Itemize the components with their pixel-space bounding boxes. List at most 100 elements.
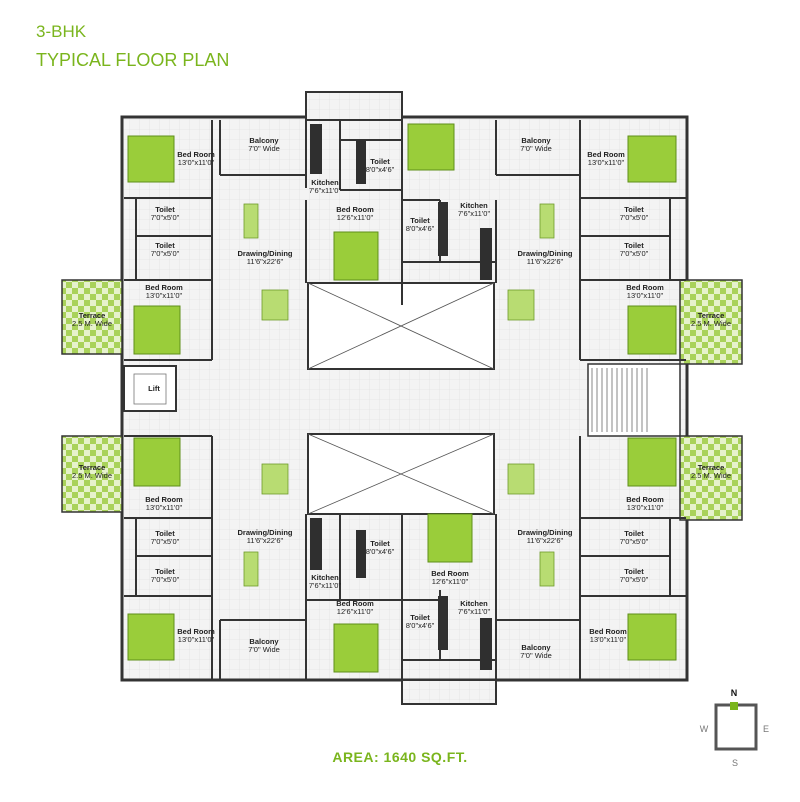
room-name-nw-drawing: Drawing/Dining xyxy=(238,249,293,258)
room-size-se-toilet-c: 7'0"x5'0" xyxy=(620,575,649,584)
room-size-ne-terrace: 2.5 M. Wide xyxy=(691,319,731,328)
room-size-sw-bed1: 13'0"x11'0" xyxy=(146,503,183,512)
room-size-se-toilet-b: 7'0"x5'0" xyxy=(620,537,649,546)
room-name-nw-toilet-c: Toilet xyxy=(155,241,175,250)
room-name-se-terrace: Terrace xyxy=(698,463,725,472)
terrace-se xyxy=(679,435,743,521)
room-size-se-bed3: 13'0"x11'0" xyxy=(590,635,627,644)
unit-type-label: 3-BHK xyxy=(36,22,87,41)
room-size-ne-drawing: 11'6"x22'6" xyxy=(527,257,564,266)
room-size-se-toilet-a: 8'0"x4'6" xyxy=(406,621,435,630)
terrace-sw xyxy=(61,435,123,513)
room-size-ne-bed2: 13'0"x11'0" xyxy=(627,291,664,300)
room-name-ne-kitchen: Kitchen xyxy=(460,201,488,210)
room-name-sw-toilet-c: Toilet xyxy=(155,567,175,576)
terrace-nw xyxy=(61,279,123,355)
room-name-se-toilet-b: Toilet xyxy=(624,529,644,538)
room-size-se-balcony: 7'0" Wide xyxy=(520,651,552,660)
room-size-ne-bed1: 13'0"x11'0" xyxy=(588,158,625,167)
terrace-ne xyxy=(679,279,743,365)
room-size-se-drawing: 11'6"x22'6" xyxy=(527,536,564,545)
room-size-nw-balcony: 7'0" Wide xyxy=(248,144,280,153)
room-name-ne-toilet-c: Toilet xyxy=(624,241,644,250)
room-size-ne-toilet-c: 7'0"x5'0" xyxy=(620,249,649,258)
compass: N W E S xyxy=(700,688,769,768)
room-size-sw-drawing: 11'6"x22'6" xyxy=(247,536,284,545)
room-name-sw-balcony: Balcony xyxy=(249,637,279,646)
room-name-ne-bed1: Bed Room xyxy=(587,150,625,159)
room-size-se-kitchen: 7'6"x11'0" xyxy=(458,607,491,616)
beds xyxy=(127,123,677,673)
room-name-nw-terrace: Terrace xyxy=(79,311,106,320)
room-size-nw-toilet-b: 7'0"x5'0" xyxy=(151,213,180,222)
compass-west: W xyxy=(700,724,709,734)
room-name-sw-terrace: Terrace xyxy=(79,463,106,472)
furniture xyxy=(243,203,555,587)
compass-east: E xyxy=(763,724,769,734)
room-size-nw-toilet-a: 8'0"x4'6" xyxy=(366,165,395,174)
kitchen-counters xyxy=(310,124,492,670)
room-name-se-toilet-c: Toilet xyxy=(624,567,644,576)
room-name-nw-toilet-a: Toilet xyxy=(370,157,390,166)
room-size-sw-balcony: 7'0" Wide xyxy=(248,645,280,654)
room-name-ne-toilet-b: Toilet xyxy=(624,205,644,214)
room-size-sw-bed3: 12'6"x11'0" xyxy=(337,607,374,616)
room-name-sw-bed1: Bed Room xyxy=(145,495,183,504)
lift-label: Lift xyxy=(148,384,160,393)
room-size-nw-drawing: 11'6"x22'6" xyxy=(247,257,284,266)
room-name-ne-terrace: Terrace xyxy=(698,311,725,320)
room-size-sw-toilet-c: 7'0"x5'0" xyxy=(151,575,180,584)
room-name-ne-balcony: Balcony xyxy=(521,136,551,145)
room-name-ne-toilet-a: Toilet xyxy=(410,216,430,225)
room-size-nw-kitchen: 7'6"x11'0" xyxy=(309,186,342,195)
room-name-se-drawing: Drawing/Dining xyxy=(518,528,573,537)
compass-south: S xyxy=(732,758,738,768)
room-name-se-bed1: Bed Room xyxy=(626,495,664,504)
page-title: TYPICAL FLOOR PLAN xyxy=(36,50,230,70)
room-size-sw-toilet-b: 7'0"x5'0" xyxy=(151,537,180,546)
room-size-ne-balcony: 7'0" Wide xyxy=(520,144,552,153)
room-size-nw-terrace: 2.5 M. Wide xyxy=(72,319,112,328)
room-name-se-balcony: Balcony xyxy=(521,643,551,652)
room-size-se-bed2: 12'6"x11'0" xyxy=(432,577,469,586)
room-name-ne-bed2: Bed Room xyxy=(626,283,664,292)
room-name-se-bed2: Bed Room xyxy=(431,569,469,578)
room-name-nw-toilet-b: Toilet xyxy=(155,205,175,214)
room-name-nw-bed3: Bed Room xyxy=(145,283,183,292)
room-size-ne-toilet-a: 8'0"x4'6" xyxy=(406,224,435,233)
area-label: AREA: 1640 SQ.FT. xyxy=(332,749,468,765)
room-name-nw-bed1: Bed Room xyxy=(177,150,215,159)
room-name-nw-kitchen: Kitchen xyxy=(311,178,339,187)
lift xyxy=(123,365,177,412)
room-name-sw-toilet-b: Toilet xyxy=(155,529,175,538)
room-size-se-terrace: 2.5 M. Wide xyxy=(691,471,731,480)
room-name-ne-drawing: Drawing/Dining xyxy=(518,249,573,258)
room-name-se-kitchen: Kitchen xyxy=(460,599,488,608)
room-name-sw-bed2: Bed Room xyxy=(177,627,215,636)
room-size-ne-toilet-b: 7'0"x5'0" xyxy=(620,213,649,222)
room-size-nw-bed1: 13'0"x11'0" xyxy=(178,158,215,167)
room-size-nw-toilet-c: 7'0"x5'0" xyxy=(151,249,180,258)
room-name-nw-bed2: Bed Room xyxy=(336,205,374,214)
room-size-sw-kitchen: 7'6"x11'0" xyxy=(309,581,342,590)
compass-north: N xyxy=(731,688,738,698)
room-size-ne-kitchen: 7'6"x11'0" xyxy=(458,209,491,218)
room-size-sw-toilet-a: 8'0"x4'6" xyxy=(366,547,395,556)
room-name-sw-toilet-a: Toilet xyxy=(370,539,390,548)
room-name-se-toilet-a: Toilet xyxy=(410,613,430,622)
room-size-nw-bed3: 13'0"x11'0" xyxy=(146,291,183,300)
central-void-bottom xyxy=(307,433,495,515)
room-size-se-bed1: 13'0"x11'0" xyxy=(627,503,664,512)
staircase xyxy=(587,363,681,437)
room-size-nw-bed2: 12'6"x11'0" xyxy=(337,213,374,222)
room-name-sw-bed3: Bed Room xyxy=(336,599,374,608)
north-marker-icon xyxy=(730,702,738,710)
room-name-sw-kitchen: Kitchen xyxy=(311,573,339,582)
room-name-se-bed3: Bed Room xyxy=(589,627,627,636)
room-name-sw-drawing: Drawing/Dining xyxy=(238,528,293,537)
room-size-sw-bed2: 13'0"x11'0" xyxy=(178,635,215,644)
room-name-nw-balcony: Balcony xyxy=(249,136,279,145)
room-size-sw-terrace: 2.5 M. Wide xyxy=(72,471,112,480)
